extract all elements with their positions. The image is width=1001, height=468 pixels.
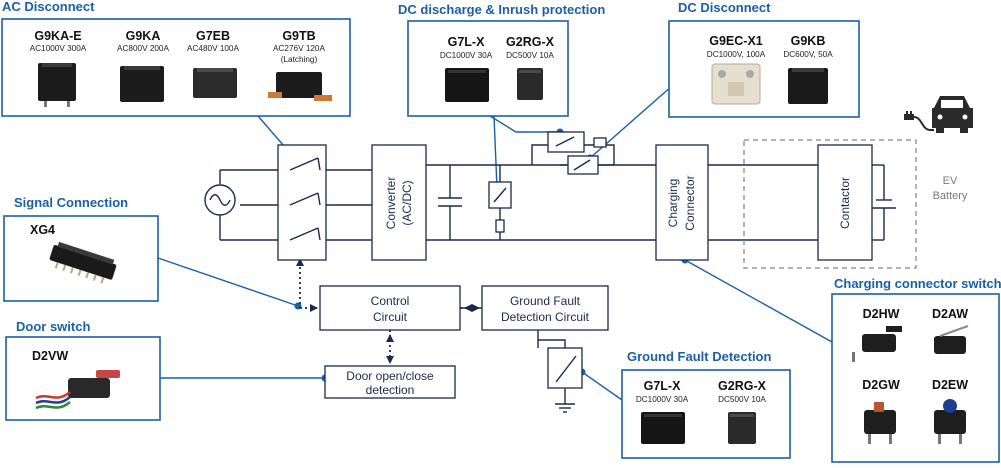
ground-fault-circuit-block: Ground Fault Detection Circuit [481,285,609,331]
ground-icon [555,403,575,413]
signal-connection-title: Signal Connection [14,195,128,210]
control-circuit-block: Control Circuit [319,285,461,331]
ground-fault-circuit-label-1: Ground Fault [510,294,581,308]
product-spec: DC1000V, 100A [707,50,766,59]
product-name: D2HW [863,307,900,321]
control-circuit-label-2: Circuit [373,310,408,324]
ac-disconnect-title: AC Disconnect [2,0,95,14]
product-name: G9KA [126,29,161,43]
charging-connector-block: Charging Connector [655,144,709,261]
door-detection-block: Door open/close detection [324,365,456,399]
product-name: G7EB [196,29,230,43]
product-name: D2AW [932,307,968,321]
relay-image [641,412,685,444]
product-g9tb: G9TB AC276V 120A (Latching) [268,29,332,101]
converter-block: Converter (AC/DC) [371,144,427,261]
section-dc-discharge: DC discharge & Inrush protection G7L-X D… [398,2,605,117]
discharge-relay-symbol [488,181,512,233]
product-name: G7L-X [448,35,485,49]
product-name: G9EC-X1 [709,34,763,48]
product-name: D2EW [932,378,968,392]
converter-label-2: (AC/DC) [400,180,414,225]
product-name: G2RG-X [506,35,555,49]
product-name-xg4: XG4 [30,223,55,237]
product-spec: DC500V 10A [718,395,766,404]
section-door-switch: Door switch D2VW [5,319,161,421]
product-spec: DC500V 10A [506,51,554,60]
product-name: G7L-X [644,379,681,393]
product-note: (Latching) [281,55,318,64]
product-spec: DC1000V 30A [636,395,689,404]
switch-image [862,334,896,352]
ground-fault-relay-symbol [547,347,583,389]
product-name: G2RG-X [718,379,767,393]
product-g9ka: G9KA AC800V 200A [117,29,169,102]
switch-image [934,336,966,354]
dc-disconnect-title: DC Disconnect [678,0,771,15]
product-d2ew: D2EW [932,378,968,444]
product-name: G9TB [282,29,315,43]
section-charging-connector-switch: Charging connector switch D2HW D2AW D2GW… [831,276,1001,463]
charging-switch-title: Charging connector switch [834,276,1001,291]
relay-image [120,66,164,102]
connector-image [49,241,117,284]
ev-car-icon [904,96,973,133]
ev-battery-frame: Contactor EV Battery [743,139,968,269]
product-name: G9KA-E [34,29,81,43]
door-switch-title: Door switch [16,319,90,334]
relay-image [445,68,489,102]
product-spec: DC1000V 30A [440,51,493,60]
dc-discharge-title: DC discharge & Inrush protection [398,2,605,17]
ac-disconnect-switch [277,144,327,261]
converter-label-1: Converter [384,177,398,230]
product-name-d2vw: D2VW [32,349,68,363]
section-signal-connection: Signal Connection XG4 [3,195,159,302]
ground-fault-title: Ground Fault Detection [627,349,772,364]
product-g2rg-x: G2RG-X DC500V 10A [506,35,555,100]
relay-image [38,63,76,101]
contactor-label: Contactor [838,177,852,229]
product-spec: AC1000V 300A [30,44,87,53]
product-spec: DC600V, 50A [783,50,833,59]
dc-disconnect-relays [547,131,607,175]
product-d2aw: D2AW [932,307,969,354]
charging-connector-label-1: Charging [666,179,680,228]
ev-battery-label-2: Battery [933,190,968,202]
relay-image [728,412,756,444]
section-ground-fault: Ground Fault Detection G7L-X DC1000V 30A… [621,349,791,459]
product-d2hw: D2HW [852,307,902,362]
control-signals [296,258,480,364]
ground-fault-circuit-label-2: Detection Circuit [501,310,590,324]
product-name: G9KB [791,34,826,48]
product-g9ec-x1: G9EC-X1 DC1000V, 100A [707,34,766,105]
section-ac-disconnect: AC Disconnect G9KA-E AC1000V 300A G9KA A… [1,0,351,117]
product-g2rg-x-gf: G2RG-X DC500V 10A [718,379,767,444]
switch-image [934,410,966,434]
product-d2gw: D2GW [862,378,900,444]
door-detection-label-2: detection [366,383,415,397]
product-g7l-x-gf: G7L-X DC1000V 30A [636,379,689,444]
switch-image [864,410,896,434]
product-name: D2GW [862,378,900,392]
product-g9ka-e: G9KA-E AC1000V 300A [30,29,87,107]
section-dc-disconnect: DC Disconnect G9EC-X1 DC1000V, 100A G9KB… [668,0,860,118]
switch-image [35,370,120,410]
product-g9kb: G9KB DC600V, 50A [783,34,833,104]
ac-source-icon [204,184,236,216]
relay-image [193,68,237,98]
relay-image [788,68,828,104]
relay-image [276,72,322,98]
charging-connector-label-2: Connector [683,175,697,230]
control-circuit-label-1: Control [371,294,410,308]
product-g7l-x: G7L-X DC1000V 30A [440,35,493,102]
product-g7eb: G7EB AC480V 100A [187,29,239,98]
ev-battery-label-1: EV [943,175,958,187]
relay-image [517,68,543,100]
product-spec: AC480V 100A [187,44,239,53]
product-spec: AC276V 120A [273,44,325,53]
product-spec: AC800V 200A [117,44,169,53]
door-detection-label-1: Door open/close [346,369,434,383]
